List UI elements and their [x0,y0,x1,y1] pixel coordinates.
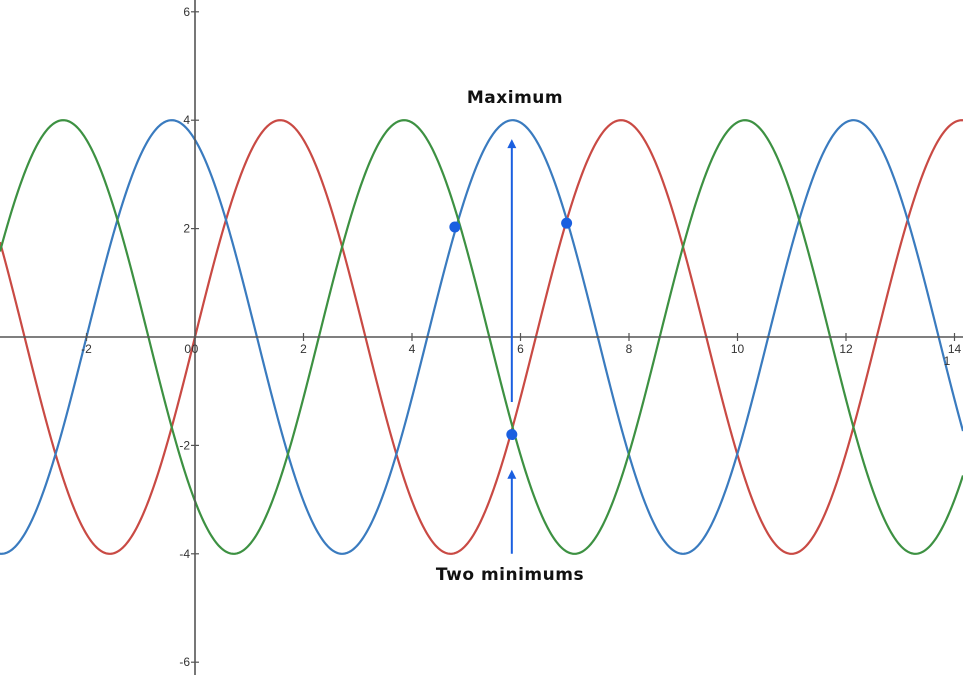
y-tick-label: -2 [179,438,190,452]
sine-curves [0,119,963,555]
y-tick-label: 6 [183,5,190,19]
curve-red [0,119,963,555]
y-tick-label: 2 [183,222,190,236]
x-tick-label: -2 [81,342,92,356]
y-tick-label: 4 [183,113,190,127]
x-tick-label: 6 [517,342,524,356]
curve-blue [0,119,963,555]
maximum-label: Maximum [467,88,563,108]
y-tick-label: -4 [179,547,190,561]
curve-green [0,119,963,555]
highlight-point [449,221,461,233]
x-tick-label: 2 [300,342,307,356]
x-tick-label: 14 [948,342,962,356]
x-tick-label: 12 [839,342,853,356]
annotation-marks [449,139,573,554]
stray-label: 1 [944,354,951,368]
highlight-point [561,217,573,229]
origin-label: 0 [184,342,191,356]
arrowhead-icon [507,469,517,479]
x-tick-label: 4 [409,342,416,356]
x-tick-label: 8 [626,342,633,356]
y-tick-label: -6 [179,655,190,669]
x-tick-label: 10 [731,342,745,356]
highlight-point [506,429,518,441]
two-minimums-label: Two minimums [436,565,584,585]
x-tick-label: 0 [192,342,199,356]
arrowhead-icon [507,139,517,149]
